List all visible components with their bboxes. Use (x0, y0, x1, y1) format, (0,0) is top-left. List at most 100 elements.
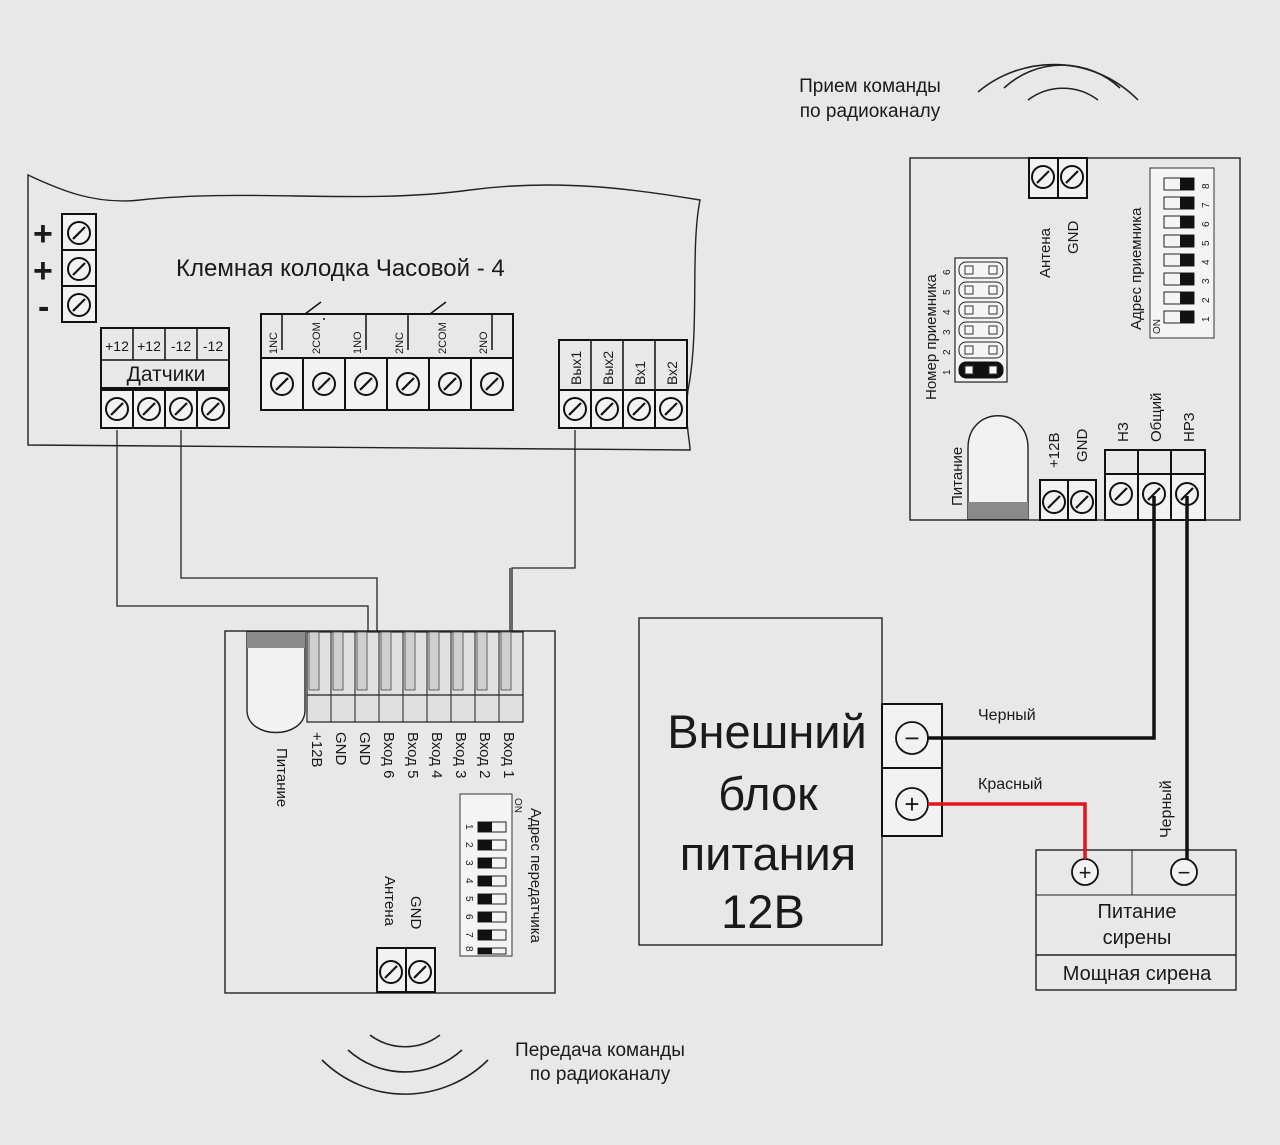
transmitter-pin-12v: +12В (308, 732, 325, 767)
receiver-dip-num-4: 4 (1201, 259, 1212, 265)
receiver-dip-num-6: 6 (1201, 221, 1212, 227)
relay-term-2com-b: 2COM (437, 322, 449, 354)
receiver-dip-num-8: 8 (1201, 183, 1212, 189)
siren-power-line1: Питание (1098, 901, 1177, 923)
relay-term-1no: 1NO (352, 331, 364, 354)
transmitter-antenna-label: Антена (381, 876, 398, 927)
transmitter-antenna-terminal (376, 947, 436, 993)
receiver-jumper-num-5: 5 (942, 289, 953, 295)
receiver-dip-num-3: 3 (1201, 278, 1212, 284)
psu-line3: питания (680, 827, 857, 880)
relay-terminal: 1NC 2COM 1NO 2NC 2COM 2NO (260, 301, 514, 411)
receiver-power-term-gnd: GND (1074, 429, 1091, 463)
transmitter-module: Питание (224, 630, 556, 994)
psu-plus-icon: + (904, 789, 919, 819)
board-power-plus-1: + (33, 215, 53, 253)
wire-label-black-top: Черный (978, 707, 1036, 724)
transmitter-pin-in6: Вход 6 (380, 732, 397, 778)
receiver-jumper-block (954, 257, 1008, 383)
transmitter-power-label: Питание (273, 748, 290, 807)
transmitter-pin-in2: Вход 2 (476, 732, 493, 778)
board-transmitter-wires (116, 430, 576, 632)
transmitter-dip-num-5: 5 (463, 896, 474, 902)
io-terminal: Вых1 Вых2 Вх1 Вх2 (558, 339, 688, 429)
board-power-plus-2: + (33, 252, 53, 290)
io-term-in2: Вх2 (664, 361, 680, 385)
siren-power-line2: сирены (1103, 927, 1172, 949)
receiver-dip-num-7: 7 (1201, 202, 1212, 208)
transmitter-pin-in3: Вход 3 (452, 732, 469, 778)
transmitter-dip-num-3: 3 (463, 860, 474, 866)
receiver-dip-switch (1149, 167, 1215, 339)
transmitter-dip-num-1: 1 (463, 824, 474, 830)
siren: + − Питание сирены Мощная сирена (1035, 849, 1237, 991)
io-term-out1: Вых1 (568, 351, 584, 385)
transmitter-pin-in1: Вход 1 (500, 732, 517, 778)
io-term-in1: Вх1 (632, 361, 648, 385)
receiver-dip-num-5: 5 (1201, 240, 1212, 246)
transmitter-dip-num-4: 4 (463, 878, 474, 884)
relay-term-1nc: 1NC (268, 332, 280, 354)
sensor-term-4: -12 (203, 338, 223, 354)
main-board: Клемная колодка Часовой - 4 + + - +12 +1… (27, 173, 701, 451)
receiver-caption-line2: по радиоканалу (800, 101, 941, 122)
transmitter-dip-on: ON (512, 798, 523, 813)
receiver-antenna-label: Антена (1037, 227, 1054, 278)
board-power-minus: - (38, 288, 49, 326)
transmitter-caption-line2: по радиоканалу (530, 1064, 671, 1085)
psu-line2: блок (718, 767, 818, 820)
receiver-relay-nc: НЗ (1115, 422, 1132, 442)
receiver-relay-no: НРЗ (1181, 412, 1198, 442)
receiver-dip-num-1: 1 (1201, 316, 1212, 322)
relay-term-2no: 2NO (478, 331, 490, 354)
sensors-terminal: +12 +12 -12 -12 Датчики (100, 327, 230, 429)
transmitter-gnd-label: GND (407, 896, 424, 930)
receiver-dip-on: ON (1152, 319, 1163, 334)
receiver-antenna-terminal (1028, 157, 1088, 199)
receiver-power-term-12v: +12В (1046, 433, 1063, 468)
receiver-dip-label: Адрес приемника (1128, 207, 1145, 330)
transmitter-dip-num-7: 7 (463, 932, 474, 938)
psu-minus-icon: − (904, 723, 919, 753)
transmitter-pin-gnd-1: GND (332, 732, 349, 766)
receiver-radio-waves-icon (977, 63, 1139, 101)
power-wires (928, 496, 1189, 859)
transmitter-pin-header (306, 631, 524, 723)
transmitter-pin-in5: Вход 5 (404, 732, 421, 778)
transmitter-dip-label: Адрес передатчика (527, 808, 544, 944)
transmitter-dip-switch (459, 793, 513, 957)
receiver-power-terminal (1039, 479, 1097, 521)
receiver-gnd-label: GND (1065, 221, 1082, 255)
receiver-jumper-num-2: 2 (942, 349, 953, 355)
sensor-term-1: +12 (105, 338, 129, 354)
receiver-dip-num-2: 2 (1201, 297, 1212, 303)
sensor-term-3: -12 (171, 338, 191, 354)
transmitter-radio-waves-icon (321, 1034, 489, 1095)
receiver-relay-common: Общий (1148, 393, 1165, 442)
board-power-terminal: + + - (33, 213, 97, 326)
transmitter-dip-num-8: 8 (463, 946, 474, 952)
transmitter-pin-gnd-2: GND (356, 732, 373, 766)
wire-label-red: Красный (978, 776, 1042, 793)
siren-plus-icon: + (1079, 860, 1092, 885)
receiver-module: Антена GND ON 1 2 3 4 5 6 7 (909, 157, 1241, 521)
receiver-jumper-num-4: 4 (942, 309, 953, 315)
receiver-jumper-num-6: 6 (942, 269, 953, 275)
relay-term-2nc: 2NC (394, 332, 406, 354)
receiver-jumper-num-3: 3 (942, 329, 953, 335)
receiver-jumper-num-1: 1 (942, 369, 953, 375)
transmitter-pin-in4: Вход 4 (428, 732, 445, 778)
psu-line4: 12В (721, 885, 805, 938)
receiver-jumper-label: Номер приемника (923, 274, 940, 400)
io-term-out2: Вых2 (600, 351, 616, 385)
siren-minus-icon: − (1178, 860, 1191, 885)
transmitter-dip-num-6: 6 (463, 914, 474, 920)
transmitter-dip-num-2: 2 (463, 842, 474, 848)
receiver-power-label: Питание (949, 447, 966, 506)
psu-line1: Внешний (667, 705, 867, 758)
relay-term-2com-a: 2COM (311, 322, 323, 354)
external-psu: Внешний блок питания 12В − + (638, 617, 943, 946)
wire-label-black-right: Черный (1158, 780, 1175, 838)
sensor-term-2: +12 (137, 338, 161, 354)
